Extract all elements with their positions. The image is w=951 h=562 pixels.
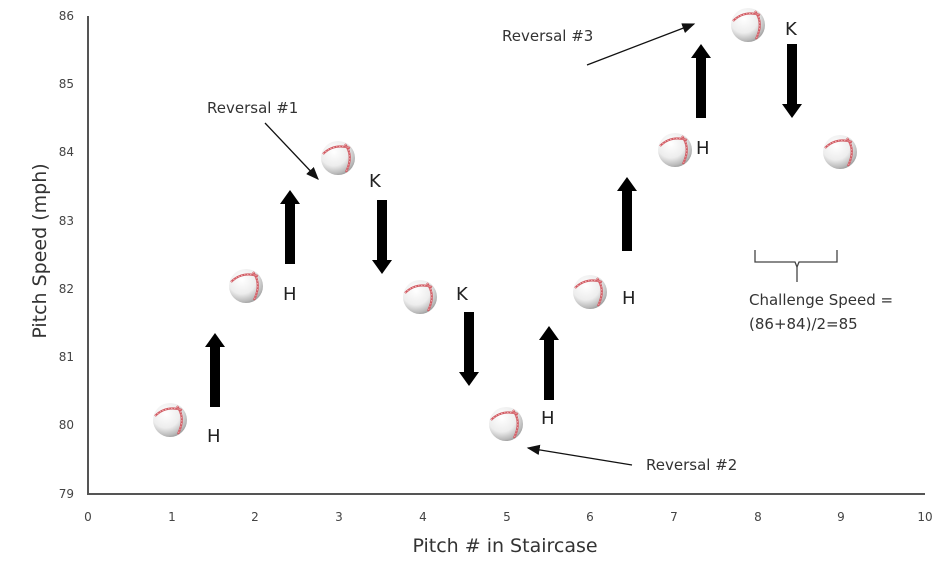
baseball-marker-1 bbox=[151, 401, 189, 439]
baseball-marker-2 bbox=[227, 267, 265, 305]
x-tick-9: 9 bbox=[837, 510, 845, 524]
y-tick-79: 79 bbox=[58, 487, 74, 501]
arrow-up-2-3 bbox=[280, 190, 300, 264]
outcome-label-3: K bbox=[369, 171, 381, 192]
outcome-label-1: H bbox=[207, 426, 221, 447]
x-axis-label: Pitch # in Staircase bbox=[412, 535, 598, 557]
y-tick-81: 81 bbox=[58, 350, 74, 364]
x-tick-3: 3 bbox=[335, 510, 343, 524]
baseball-marker-9 bbox=[821, 133, 859, 171]
x-tick-1: 1 bbox=[168, 510, 176, 524]
x-tick-4: 4 bbox=[419, 510, 427, 524]
challenge-speed-note: Challenge Speed = (86+84)/2=85 bbox=[749, 288, 893, 336]
outcome-label-6: H bbox=[622, 288, 636, 309]
outcome-label-7: H bbox=[696, 138, 710, 159]
arrow-up-6-7 bbox=[617, 177, 637, 251]
y-tick-83: 83 bbox=[58, 214, 74, 228]
baseball-marker-4 bbox=[401, 278, 439, 316]
outcome-label-2: H bbox=[283, 284, 297, 305]
arrow-down-3-4 bbox=[372, 200, 392, 274]
x-tick-6: 6 bbox=[586, 510, 594, 524]
baseball-marker-3 bbox=[319, 139, 357, 177]
baseball-marker-6 bbox=[571, 273, 609, 311]
y-tick-84: 84 bbox=[58, 145, 74, 159]
outcome-label-4: K bbox=[456, 284, 468, 305]
reversal1-pointer bbox=[264, 122, 319, 180]
arrow-up-5-6 bbox=[539, 326, 559, 400]
baseball-marker-7 bbox=[656, 131, 694, 169]
x-tick-7: 7 bbox=[670, 510, 678, 524]
y-tick-86: 86 bbox=[58, 9, 74, 23]
reversal2-pointer bbox=[526, 444, 633, 466]
baseball-marker-8 bbox=[729, 6, 767, 44]
reversal3-label: Reversal #3 bbox=[502, 27, 594, 45]
baseball-marker-5 bbox=[487, 405, 525, 443]
arrow-up-7-8 bbox=[691, 44, 711, 118]
challenge-speed-line2: (86+84)/2=85 bbox=[749, 315, 858, 333]
x-tick-2: 2 bbox=[251, 510, 259, 524]
y-tick-82: 82 bbox=[58, 282, 74, 296]
reversal3-pointer bbox=[586, 23, 696, 66]
reversal1-label: Reversal #1 bbox=[207, 99, 299, 117]
outcome-label-5: H bbox=[541, 408, 555, 429]
x-tick-10: 10 bbox=[917, 510, 933, 524]
reversal2-label: Reversal #2 bbox=[646, 456, 738, 474]
x-tick-5: 5 bbox=[503, 510, 511, 524]
x-tick-8: 8 bbox=[754, 510, 762, 524]
y-tick-80: 80 bbox=[58, 418, 74, 432]
x-tick-0: 0 bbox=[84, 510, 92, 524]
arrow-down-8-9 bbox=[782, 44, 802, 118]
arrow-up-1-2 bbox=[205, 333, 225, 407]
arrow-down-4-5 bbox=[459, 312, 479, 386]
outcome-label-8: K bbox=[785, 19, 797, 40]
challenge-brace bbox=[754, 250, 838, 269]
challenge-speed-line1: Challenge Speed = bbox=[749, 291, 894, 309]
y-tick-85: 85 bbox=[58, 77, 74, 91]
y-axis-label: Pitch Speed (mph) bbox=[29, 163, 51, 339]
